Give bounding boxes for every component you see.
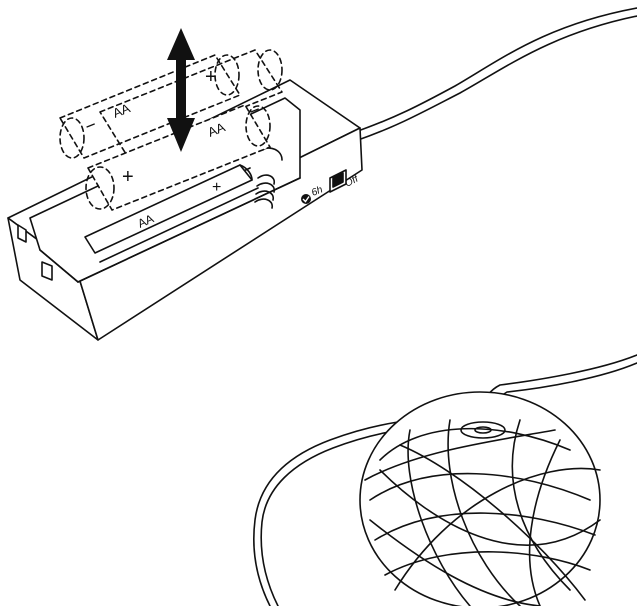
plus-sign-upper: + — [205, 66, 217, 88]
timer-switch — [329, 169, 347, 193]
battery-label-upper-right: AA — [206, 119, 228, 140]
timer-6h-label: 6h — [310, 184, 325, 199]
check-circle-icon — [301, 194, 311, 204]
battery-label-installed: AA — [136, 211, 156, 230]
plus-sign-compartment: + — [212, 179, 221, 196]
upper-cable — [354, 7, 637, 141]
battery-label-upper-left: AA — [111, 100, 133, 121]
plus-sign-lower: + — [122, 166, 134, 188]
dashed-battery-lower — [85, 104, 271, 211]
double-vertical-arrow-icon — [167, 28, 195, 152]
wicker-ball — [359, 391, 601, 606]
dashed-battery-upper — [59, 49, 283, 159]
